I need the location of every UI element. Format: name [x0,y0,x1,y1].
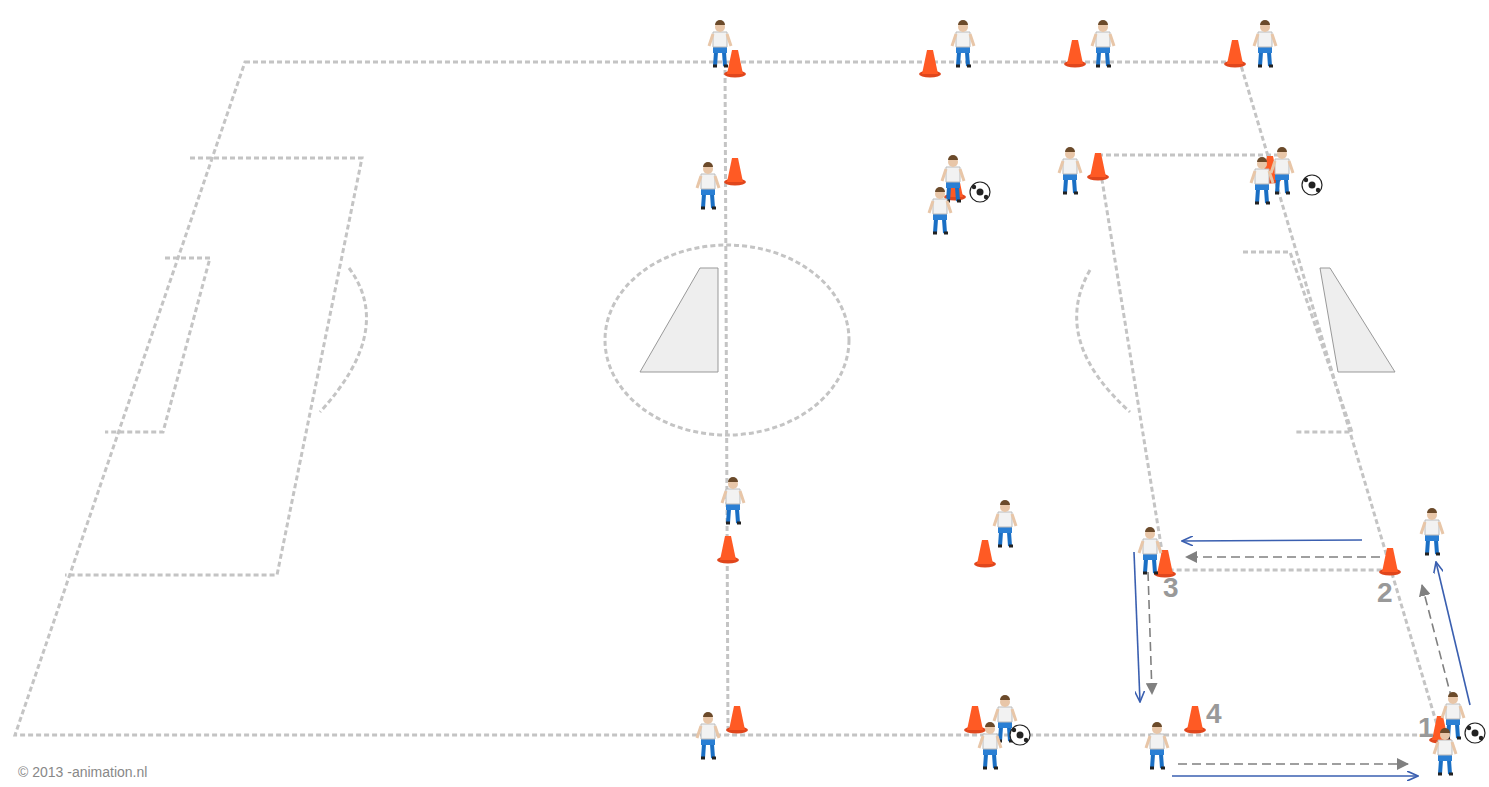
cone [1184,706,1206,734]
player [722,477,744,523]
player [1059,147,1081,193]
player [1434,728,1456,774]
player [1092,20,1114,66]
cone [717,536,739,564]
player [1146,722,1168,768]
watermark: © 2013 -animation.nl [18,764,147,780]
player [994,500,1016,546]
cone-number: 4 [1206,698,1222,730]
player [697,712,719,758]
ball [1465,723,1485,743]
ball [1302,175,1322,195]
player [952,20,974,66]
player [1251,157,1273,203]
player [942,155,964,201]
player [1271,147,1293,193]
cone [1224,40,1246,68]
cone-number: 3 [1163,572,1179,604]
player [1254,20,1276,66]
cone-number: 2 [1377,577,1393,609]
cone [974,540,996,568]
cone [724,50,746,78]
cone [1087,153,1109,181]
ball [970,182,990,202]
player [929,187,951,233]
player [709,20,731,66]
cone-number: 1 [1418,712,1434,744]
cone [919,50,941,78]
player [1139,527,1161,573]
cone [1064,40,1086,68]
cone [964,706,986,734]
ball [1010,725,1030,745]
cone [726,706,748,734]
cone [1379,548,1401,576]
player [697,162,719,208]
cone [724,158,746,186]
player [1421,508,1443,554]
player [979,722,1001,768]
